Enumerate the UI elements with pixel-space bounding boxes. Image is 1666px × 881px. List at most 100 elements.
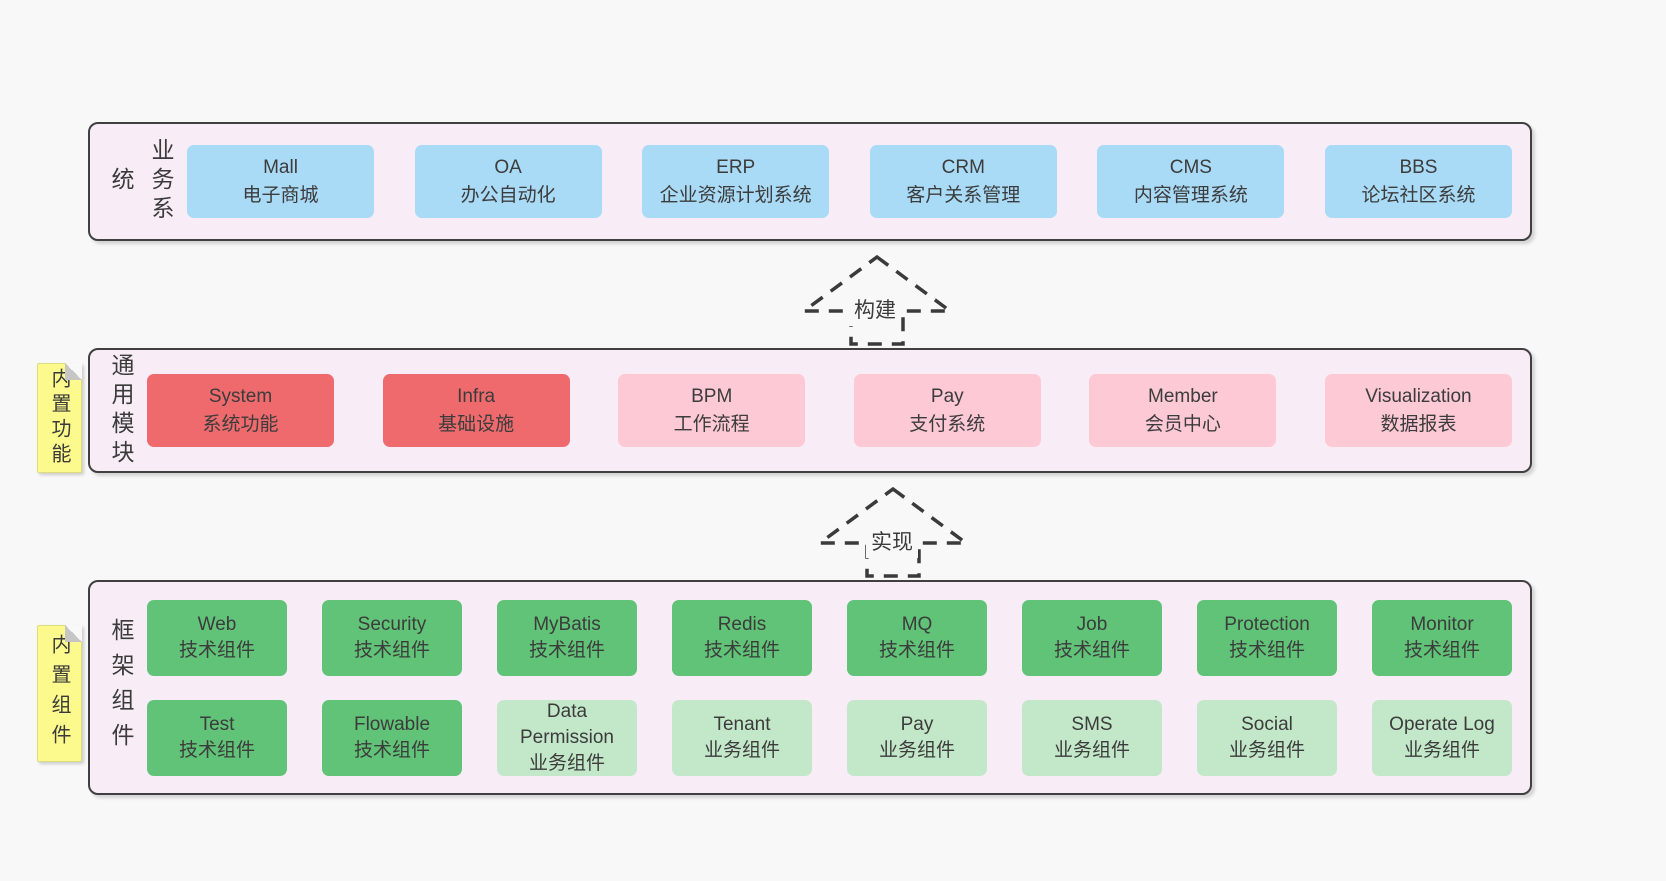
- box-title: Security: [357, 613, 427, 635]
- box-subtitle: 技术组件: [1228, 639, 1305, 661]
- box-subtitle: 企业资源计划系统: [659, 184, 812, 206]
- box-subtitle: 技术组件: [528, 639, 605, 661]
- box-title: BBS: [1399, 156, 1438, 178]
- box-subtitle: 技术组件: [178, 639, 255, 661]
- box-subtitle: 业务组件: [878, 739, 955, 761]
- box-title: Data Permission: [520, 700, 614, 748]
- box-title: Pay: [930, 385, 964, 407]
- box-title: MQ: [901, 613, 933, 635]
- box-subtitle: 技术组件: [1053, 639, 1130, 661]
- box-subtitle: 技术组件: [178, 739, 255, 761]
- box-subtitle: 业务组件: [528, 752, 605, 774]
- box-subtitle: 业务组件: [1053, 739, 1130, 761]
- box-title: CMS: [1169, 156, 1212, 178]
- box-data-permission: Data Permission 业务组件: [497, 699, 637, 776]
- note-fold-corner-icon: [65, 363, 82, 380]
- box-title: OA: [494, 156, 522, 178]
- box-monitor: Monitor 技术组件: [1372, 599, 1512, 676]
- box-subtitle: 论坛社区系统: [1361, 184, 1476, 206]
- box-test: Test 技术组件: [147, 699, 287, 776]
- box-infra: Infra 基础设施: [382, 374, 570, 447]
- box-mall: Mall 电子商城: [187, 145, 374, 218]
- box-bpm: BPM 工作流程: [618, 374, 806, 447]
- box-title: CRM: [941, 156, 985, 178]
- box-subtitle: 基础设施: [438, 413, 515, 435]
- box-title: Pay: [900, 713, 934, 735]
- box-title: Redis: [717, 613, 767, 635]
- box-visualization: Visualization 数据报表: [1324, 374, 1512, 447]
- section-label-business: 业务系统: [108, 138, 174, 225]
- arrow-label-implement: 实现: [866, 528, 918, 558]
- box-mybatis: MyBatis 技术组件: [497, 599, 637, 676]
- note-fold-corner-icon: [65, 625, 82, 642]
- box-tenant: Tenant 业务组件: [672, 699, 812, 776]
- box-title: Operate Log: [1389, 713, 1495, 735]
- box-cms: CMS 内容管理系统: [1097, 145, 1285, 218]
- box-title: Mall: [263, 156, 298, 178]
- box-subtitle: 支付系统: [909, 413, 986, 435]
- note-text: 内置功能: [48, 368, 70, 468]
- box-title: Flowable: [353, 713, 431, 735]
- box-title: SMS: [1071, 713, 1113, 735]
- box-subtitle: 技术组件: [878, 639, 955, 661]
- box-title: MyBatis: [533, 613, 601, 635]
- box-title: Social: [1241, 713, 1293, 735]
- box-security: Security 技术组件: [322, 599, 462, 676]
- box-subtitle: 业务组件: [703, 739, 780, 761]
- sticky-note-built-in-features: 内置功能: [37, 363, 82, 473]
- box-subtitle: 技术组件: [353, 639, 430, 661]
- box-title: Member: [1148, 385, 1218, 407]
- box-title: Job: [1076, 613, 1108, 635]
- box-pay-module: Pay 支付系统: [853, 374, 1041, 447]
- box-crm: CRM 客户关系管理: [869, 145, 1057, 218]
- section-common-modules: 通用模块 System 系统功能 Infra 基础设施 BPM 工作流程 Pay…: [88, 348, 1532, 473]
- arrow-up-build-icon: [798, 254, 956, 346]
- box-subtitle: 办公自动化: [460, 184, 556, 206]
- box-mq: MQ 技术组件: [847, 599, 987, 676]
- box-subtitle: 技术组件: [1403, 639, 1480, 661]
- box-flowable: Flowable 技术组件: [322, 699, 462, 776]
- box-subtitle: 技术组件: [353, 739, 430, 761]
- box-operate-log: Operate Log 业务组件: [1372, 699, 1512, 776]
- box-subtitle: 会员中心: [1144, 413, 1221, 435]
- box-subtitle: 客户关系管理: [906, 184, 1021, 206]
- box-title: ERP: [716, 156, 756, 178]
- box-title: Test: [199, 713, 235, 735]
- box-subtitle: 技术组件: [703, 639, 780, 661]
- box-subtitle: 内容管理系统: [1133, 184, 1248, 206]
- box-job: Job 技术组件: [1022, 599, 1162, 676]
- box-title: Infra: [457, 385, 496, 407]
- box-title: Web: [197, 613, 237, 635]
- box-pay-component: Pay 业务组件: [847, 699, 987, 776]
- box-bbs: BBS 论坛社区系统: [1324, 145, 1512, 218]
- section-framework-components: 框架组件 Web 技术组件 Security 技术组件 MyBatis 技术组件…: [88, 580, 1532, 795]
- box-subtitle: 数据报表: [1380, 413, 1457, 435]
- section-label-components: 框架组件: [108, 617, 134, 758]
- box-title: Tenant: [713, 713, 771, 735]
- box-protection: Protection 技术组件: [1197, 599, 1337, 676]
- arrow-up-implement-icon: [814, 486, 972, 578]
- sticky-note-built-in-components: 内置组件: [37, 625, 82, 762]
- box-title: System: [208, 385, 273, 407]
- box-web: Web 技术组件: [147, 599, 287, 676]
- box-title: Monitor: [1410, 613, 1474, 635]
- arrow-label-build: 构建: [849, 296, 901, 326]
- box-erp: ERP 企业资源计划系统: [642, 145, 830, 218]
- box-oa: OA 办公自动化: [414, 145, 602, 218]
- box-title: BPM: [691, 385, 733, 407]
- box-subtitle: 工作流程: [673, 413, 750, 435]
- box-subtitle: 业务组件: [1403, 739, 1480, 761]
- section-label-modules: 通用模块: [108, 352, 134, 469]
- box-sms: SMS 业务组件: [1022, 699, 1162, 776]
- section-business-systems: 业务系统 Mall 电子商城 OA 办公自动化 ERP 企业资源计划系统 CRM…: [88, 122, 1532, 241]
- box-social: Social 业务组件: [1197, 699, 1337, 776]
- box-title: Visualization: [1365, 385, 1472, 407]
- box-member: Member 会员中心: [1089, 374, 1277, 447]
- box-subtitle: 电子商城: [242, 184, 319, 206]
- box-title: Protection: [1224, 613, 1310, 635]
- note-text: 内置组件: [48, 633, 70, 754]
- box-redis: Redis 技术组件: [672, 599, 812, 676]
- box-subtitle: 系统功能: [202, 413, 279, 435]
- box-subtitle: 业务组件: [1228, 739, 1305, 761]
- box-system: System 系统功能: [147, 374, 334, 447]
